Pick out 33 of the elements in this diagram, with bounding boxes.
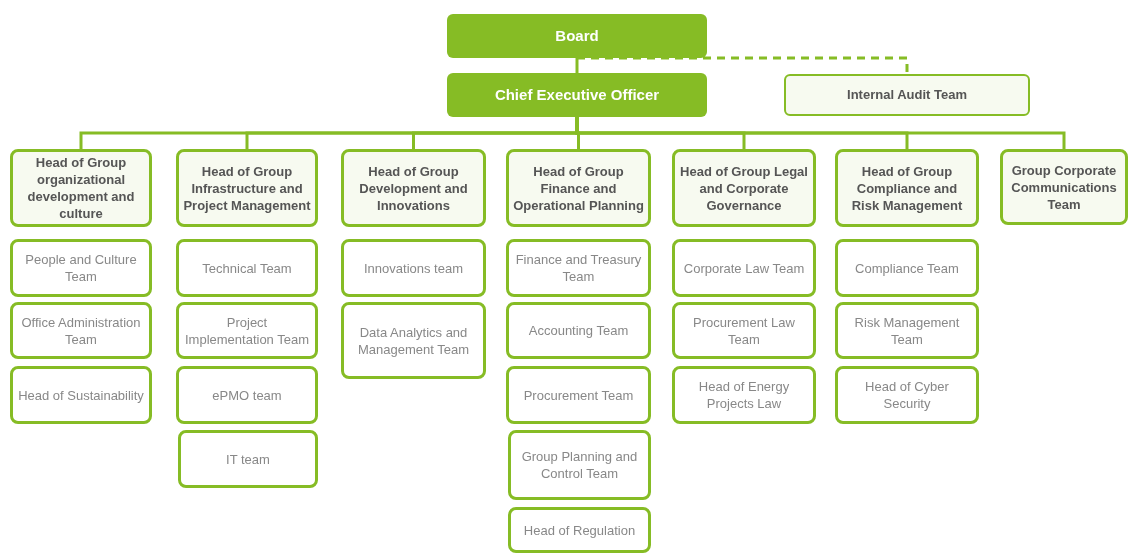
department-box: Head of Group Legal and Corporate Governance [672,149,816,227]
team-box: People and Culture Team [10,239,152,297]
dashed-connector [575,56,909,74]
team-box: Project Implementation Team [176,302,318,359]
team-box: Data Analytics and Management Team [341,302,486,379]
department-box: Head of Group organizational development and culture [10,149,152,227]
team-box: Risk Management Team [835,302,979,359]
team-box: Finance and Treasury Team [506,239,651,297]
team-box: ePMO team [176,366,318,424]
team-box: Head of Regulation [508,507,651,553]
department-box: Group Corporate Communications Team [1000,149,1128,225]
team-box: Group Planning and Control Team [508,430,651,500]
team-box: Head of Cyber Security [835,366,979,424]
team-box: Head of Sustainability [10,366,152,424]
role-box: Board [447,14,707,58]
team-box: Internal Audit Team [784,74,1030,116]
connector-line [575,117,1066,149]
team-box: Procurement Team [506,366,651,424]
team-box: Corporate Law Team [672,239,816,297]
connector-line [575,58,579,73]
team-box: IT team [178,430,318,488]
team-box: Head of Energy Projects Law [672,366,816,424]
department-box: Head of Group Finance and Operational Planning [506,149,651,227]
team-box: Compliance Team [835,239,979,297]
department-box: Head of Group Infrastructure and Project Management [176,149,318,227]
team-box: Innovations team [341,239,486,297]
role-box: Chief Executive Officer [447,73,707,117]
team-box: Office Administration Team [10,302,152,359]
team-box: Accounting Team [506,302,651,359]
department-box: Head of Group Compliance and Risk Management [835,149,979,227]
team-box: Procurement Law Team [672,302,816,359]
department-box: Head of Group Development and Innovations [341,149,486,227]
team-box: Technical Team [176,239,318,297]
